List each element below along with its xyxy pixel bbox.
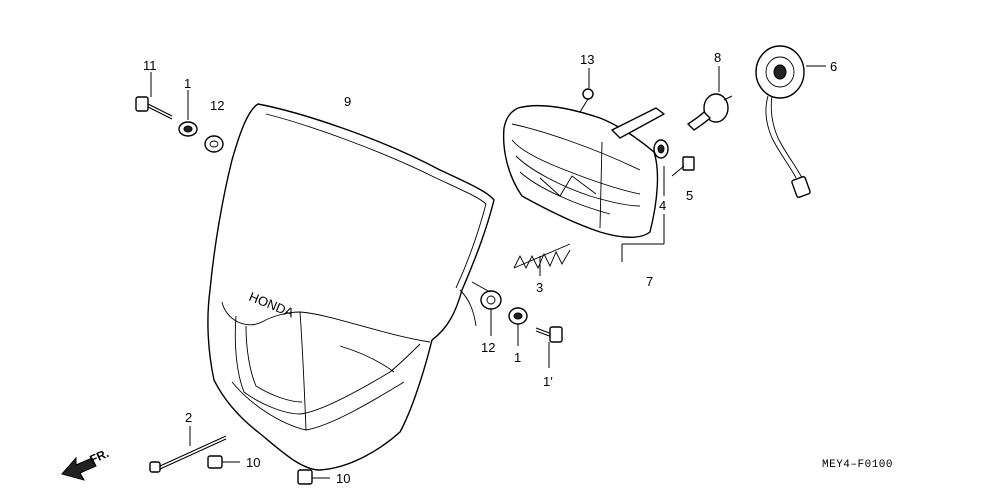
callout-6: 6 <box>830 59 837 74</box>
callout-4: 4 <box>659 198 666 213</box>
front-label: FR. <box>88 446 111 467</box>
callouts: 11 1 12 9 13 8 6 5 4 3 7 12 1 1′ 2 10 10 <box>143 50 837 486</box>
callout-10-left: 10 <box>246 455 260 470</box>
callout-1-lower: 1 <box>514 350 521 365</box>
bulb-socket-6 <box>755 45 811 198</box>
callout-12-lower: 12 <box>481 340 495 355</box>
callout-11-upper: 11 <box>143 58 157 73</box>
front-arrow-icon <box>61 456 97 481</box>
callout-3: 3 <box>536 280 543 295</box>
leader-lines <box>150 65 826 479</box>
bolt-13 <box>579 88 594 113</box>
callout-13: 13 <box>580 52 594 67</box>
callout-12-upper: 12 <box>210 98 224 113</box>
collar-1-lower <box>508 307 528 325</box>
headlight-unit <box>502 104 659 238</box>
callout-10-right: 10 <box>336 471 350 486</box>
callout-2: 2 <box>185 410 192 425</box>
grommet-12-lower <box>480 290 502 310</box>
clip-5 <box>682 156 695 171</box>
drawing-code: MEY4–F0100 <box>822 459 893 471</box>
mounting-bolt-2 <box>149 435 227 473</box>
front-direction-indicator: FR. <box>61 446 111 481</box>
bolt-11-upper-left <box>135 96 173 120</box>
callout-7: 7 <box>646 274 653 289</box>
collar-1-upper-left <box>178 121 198 137</box>
callout-9: 9 <box>344 94 351 109</box>
mount-bracket <box>611 107 665 139</box>
headlight-cowl: HONDA <box>207 103 495 471</box>
nut-10-right <box>297 469 313 485</box>
dust-boot-4 <box>653 139 669 159</box>
callout-1-upper: 1 <box>184 76 191 91</box>
callout-8: 8 <box>714 50 721 65</box>
adjusting-spring-3 <box>513 243 571 270</box>
callout-11-lower: 1′ <box>543 374 553 389</box>
callout-5: 5 <box>686 188 693 203</box>
headlight-bulb-8 <box>687 93 733 131</box>
nut-10-left <box>207 455 223 469</box>
grommet-12-upper-left <box>204 135 224 153</box>
bolt-11-lower <box>535 326 563 343</box>
